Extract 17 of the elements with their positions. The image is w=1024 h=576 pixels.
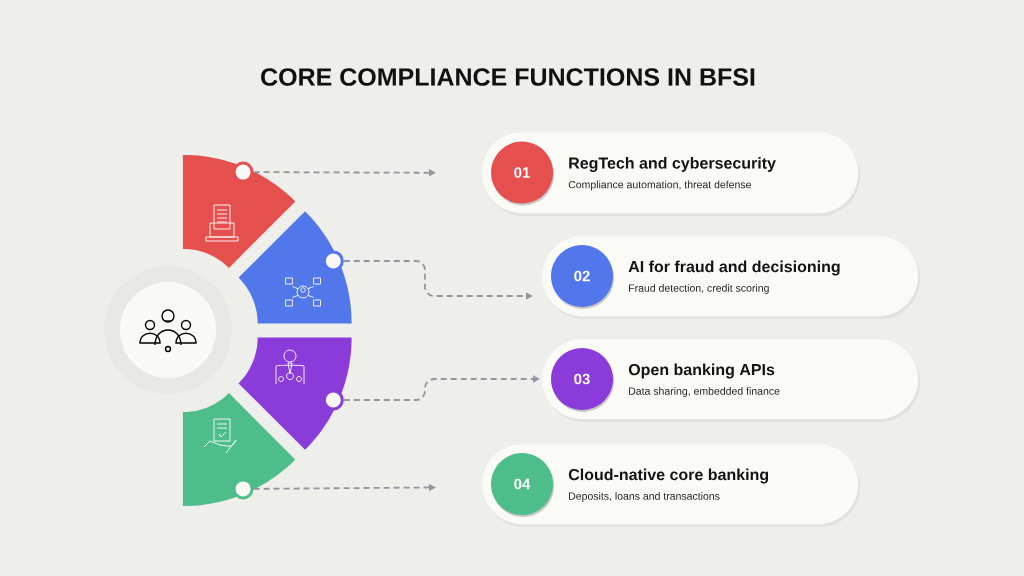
title: CORE COMPLIANCE FUNCTIONS IN BFSI [261, 68, 755, 86]
segment [182, 154, 296, 268]
segment [238, 211, 352, 324]
number-badge: 02 [551, 245, 614, 309]
number-badge: 04 [491, 453, 554, 517]
number-badge: 01 [491, 141, 554, 206]
card-subtitle: Deposits, loans and transactions [569, 492, 720, 502]
number-badge: 03 [551, 348, 614, 412]
card-title: AI for fraud and decisioning [628, 260, 840, 276]
card-title: Open banking APIs [628, 363, 775, 379]
card-title: Cloud-native core banking [568, 468, 769, 484]
card-subtitle: Fraud detection, credit scoring [629, 284, 769, 294]
segment [182, 393, 296, 507]
card-subtitle: Compliance automation, threat defense [568, 180, 751, 191]
card-title: RegTech and cybersecurity [569, 157, 776, 172]
card-subtitle: Data sharing, embedded finance [629, 387, 780, 397]
segment [238, 337, 352, 450]
